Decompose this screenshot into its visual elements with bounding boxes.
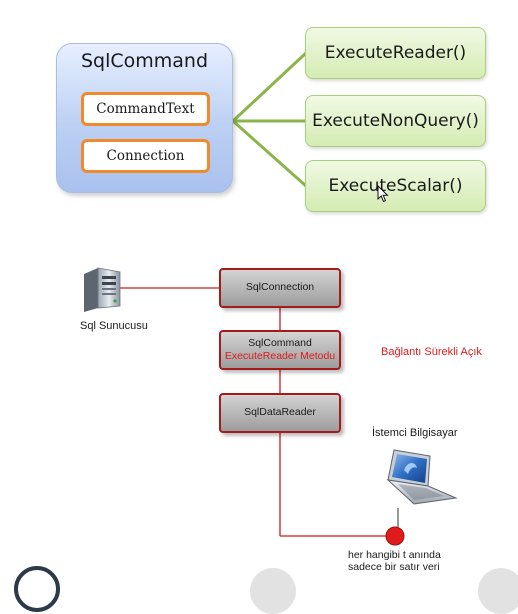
sqlcommand-title: SqlCommand: [80, 50, 209, 72]
sqldatareader-label: SqlDataReader: [244, 406, 316, 419]
server-label: Sql Sunucusu: [80, 320, 148, 332]
executescalar-method: ExecuteScalar(): [305, 160, 486, 212]
bottom-control-circle-right[interactable]: [478, 568, 518, 614]
connector-to-executescalar: [231, 119, 308, 188]
mouse-cursor-icon: [377, 185, 389, 203]
sqlcommand-flow-label: SqlCommand: [248, 336, 312, 349]
executereader-method-label: ExecuteReader Metodu: [224, 350, 336, 362]
sqldatareader-box: SqlDataReader: [219, 393, 341, 433]
executenonquery-method: ExecuteNonQuery(): [305, 95, 486, 147]
client-label: İstemci Bilgisayar: [372, 427, 458, 439]
bottom-control-circle-center[interactable]: [250, 568, 296, 614]
sqlconnection-box: SqlConnection: [219, 268, 341, 308]
footnote-line-2: sadece bir satır veri: [348, 561, 440, 573]
footnote-text: her hangibi t anında sadece bir satır ve…: [348, 549, 441, 573]
server-icon: [84, 267, 121, 312]
sqlconnection-label: SqlConnection: [245, 281, 315, 294]
commandtext-property: CommandText: [81, 92, 210, 126]
connector-to-executereader: [231, 51, 308, 123]
data-row-marker: [385, 526, 405, 546]
bottom-control-circle-left[interactable]: [14, 566, 60, 612]
executereader-method: ExecuteReader(): [305, 27, 486, 79]
footnote-line-1: her hangibi t anında: [348, 549, 441, 561]
connection-status-text: Bağlantı Sürekli Açık: [381, 346, 482, 358]
sqlcommand-flow-box: SqlCommand ExecuteReader Metodu: [219, 330, 341, 370]
connection-property: Connection: [81, 139, 210, 173]
laptop-icon: [386, 449, 458, 505]
